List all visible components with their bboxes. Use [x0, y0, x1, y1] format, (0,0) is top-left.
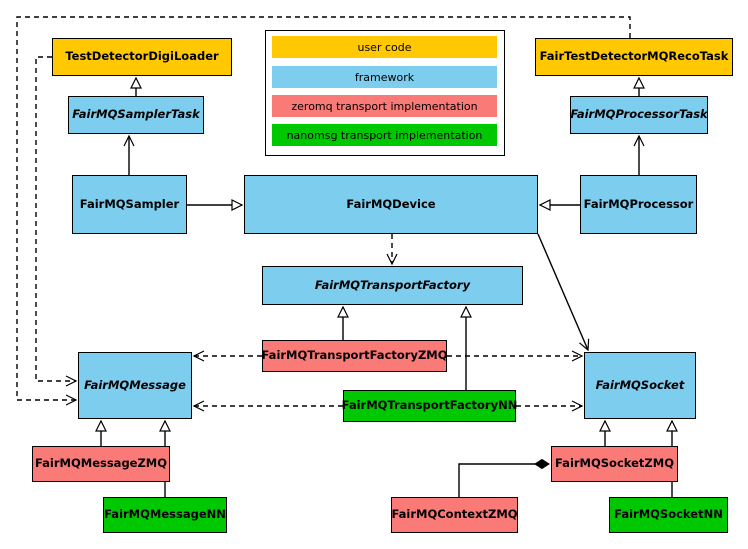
class-node-label: FairMQContextZMQ	[391, 507, 518, 522]
class-node-label: FairMQProcessorTask	[570, 107, 708, 122]
class-node-label: FairMQMessage	[84, 377, 186, 392]
class-node-label: FairMQSocket	[595, 377, 685, 392]
class-node-label: FairMQMessageNN	[104, 507, 226, 522]
class-node-fairmqmessage[interactable]: FairMQMessage	[78, 352, 192, 419]
class-node-label: FairMQTransportFactoryNN	[341, 398, 518, 413]
class-node-fairmqmessagenn[interactable]: FairMQMessageNN	[103, 497, 227, 533]
class-node-fairtestdetectormqrecotask[interactable]: FairTestDetectorMQRecoTask	[535, 38, 733, 76]
class-node-fairmqdevice[interactable]: FairMQDevice	[244, 175, 538, 234]
legend-item-zeromq: zeromq transport implementation	[272, 95, 497, 117]
class-node-fairmqprocessortask[interactable]: FairMQProcessorTask	[570, 96, 708, 134]
class-node-label: FairMQDevice	[346, 196, 436, 211]
class-node-fairmqsocketnn[interactable]: FairMQSocketNN	[609, 497, 728, 533]
class-node-label: FairMQMessageZMQ	[34, 456, 168, 471]
class-node-fairmqtransportfactoryzmq[interactable]: FairMQTransportFactoryZMQ	[261, 340, 448, 372]
class-node-fairmqsocketzmq[interactable]: FairMQSocketZMQ	[551, 446, 678, 482]
class-node-fairmqtransportfactory[interactable]: FairMQTransportFactory	[262, 266, 523, 305]
class-node-label: FairMQSamplerTask	[72, 107, 200, 122]
class-node-label: FairMQTransportFactory	[314, 277, 471, 292]
class-node-testdetectordigiloader[interactable]: TestDetectorDigiLoader	[52, 38, 232, 76]
class-node-fairmqprocessor[interactable]: FairMQProcessor	[580, 175, 697, 234]
legend-item-user-code: user code	[272, 36, 497, 58]
legend-item-framework: framework	[272, 66, 497, 88]
class-node-fairmqsocket[interactable]: FairMQSocket	[584, 352, 696, 419]
class-node-label: TestDetectorDigiLoader	[65, 49, 219, 64]
class-node-fairmqsampler[interactable]: FairMQSampler	[72, 175, 187, 234]
class-node-fairmqcontextzmq[interactable]: FairMQContextZMQ	[391, 497, 518, 533]
class-node-label: FairMQProcessor	[583, 196, 694, 211]
legend-label-zeromq: zeromq transport implementation	[291, 99, 478, 113]
class-node-label: FairTestDetectorMQRecoTask	[539, 49, 729, 64]
class-node-fairmqtransportfactorynn[interactable]: FairMQTransportFactoryNN	[341, 390, 518, 422]
class-node-fairmqsamplertask[interactable]: FairMQSamplerTask	[68, 96, 204, 134]
class-node-label: FairMQTransportFactoryZMQ	[261, 348, 448, 363]
legend-label-framework: framework	[354, 70, 415, 84]
legend-label-user-code: user code	[357, 40, 412, 54]
class-node-label: FairMQSocketNN	[614, 507, 723, 522]
class-node-label: FairMQSampler	[79, 196, 180, 211]
class-node-fairmqmessagezmq[interactable]: FairMQMessageZMQ	[32, 446, 170, 482]
legend-item-nanomsg: nanomsg transport implementation	[272, 124, 497, 146]
class-node-label: FairMQSocketZMQ	[555, 456, 674, 471]
legend-label-nanomsg: nanomsg transport implementation	[286, 128, 483, 142]
